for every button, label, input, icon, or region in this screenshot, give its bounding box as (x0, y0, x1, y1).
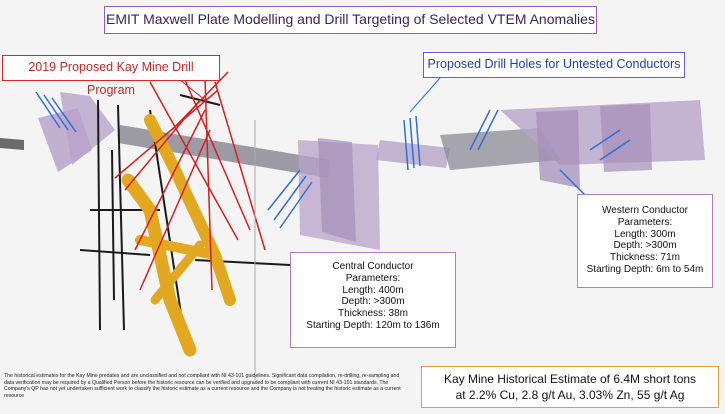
central-thickness: Thickness: 38m (337, 308, 409, 320)
blue-callout-pointer (409, 77, 441, 113)
central-grey-plate (118, 125, 330, 178)
central-starting-depth: Starting Depth: 120m to 136m (306, 319, 440, 331)
western-params-label: Parameters: (617, 216, 673, 228)
western-plate-d (536, 110, 580, 188)
western-conductor-panel: Western Conductor Parameters: Length: 30… (577, 194, 713, 288)
central-conductor-plate-2 (318, 138, 356, 242)
central-title: Central Conductor (332, 261, 414, 272)
red-callout-text: 2019 Proposed Kay Mine Drill Program (28, 60, 194, 97)
title-text: EMIT Maxwell Plate Modelling and Drill T… (106, 11, 595, 27)
estimate-line-2: at 2.2% Cu, 2.8 g/t Au, 3.03% Zn, 55 g/t… (455, 388, 685, 402)
conductor-plate-left (60, 92, 115, 165)
estimate-line-1: Kay Mine Historical Estimate of 6.4M sho… (443, 372, 697, 386)
central-conductor-panel: Central Conductor Parameters: Length: 40… (290, 252, 456, 348)
western-plate-e (600, 104, 652, 172)
left-plate-edge (0, 138, 24, 150)
historical-estimate-panel: Kay Mine Historical Estimate of 6.4M sho… (421, 366, 719, 408)
red-drill-holes (114, 71, 266, 291)
disclaimer-text: The historical estimates for the Kay Min… (4, 373, 401, 399)
western-plate-b (440, 128, 560, 170)
red-drill-program-callout: 2019 Proposed Kay Mine Drill Program (2, 55, 220, 97)
central-params-label: Parameters: (345, 272, 401, 284)
western-depth: Depth: >300m (613, 240, 677, 252)
western-thickness: Thickness: 71m (609, 252, 681, 264)
western-length: Length: 300m (614, 228, 676, 240)
central-length: Length: 400m (342, 284, 404, 296)
blue-drill-holes-callout: Proposed Drill Holes for Untested Conduc… (423, 52, 685, 78)
western-title: Western Conductor (602, 205, 688, 216)
page-title: EMIT Maxwell Plate Modelling and Drill T… (104, 6, 597, 34)
central-depth: Depth: >300m (341, 296, 405, 308)
red-callout-pointer (179, 79, 206, 101)
western-starting-depth: Starting Depth: 6m to 54m (586, 263, 704, 275)
blue-callout-text: Proposed Drill Holes for Untested Conduc… (427, 57, 681, 71)
